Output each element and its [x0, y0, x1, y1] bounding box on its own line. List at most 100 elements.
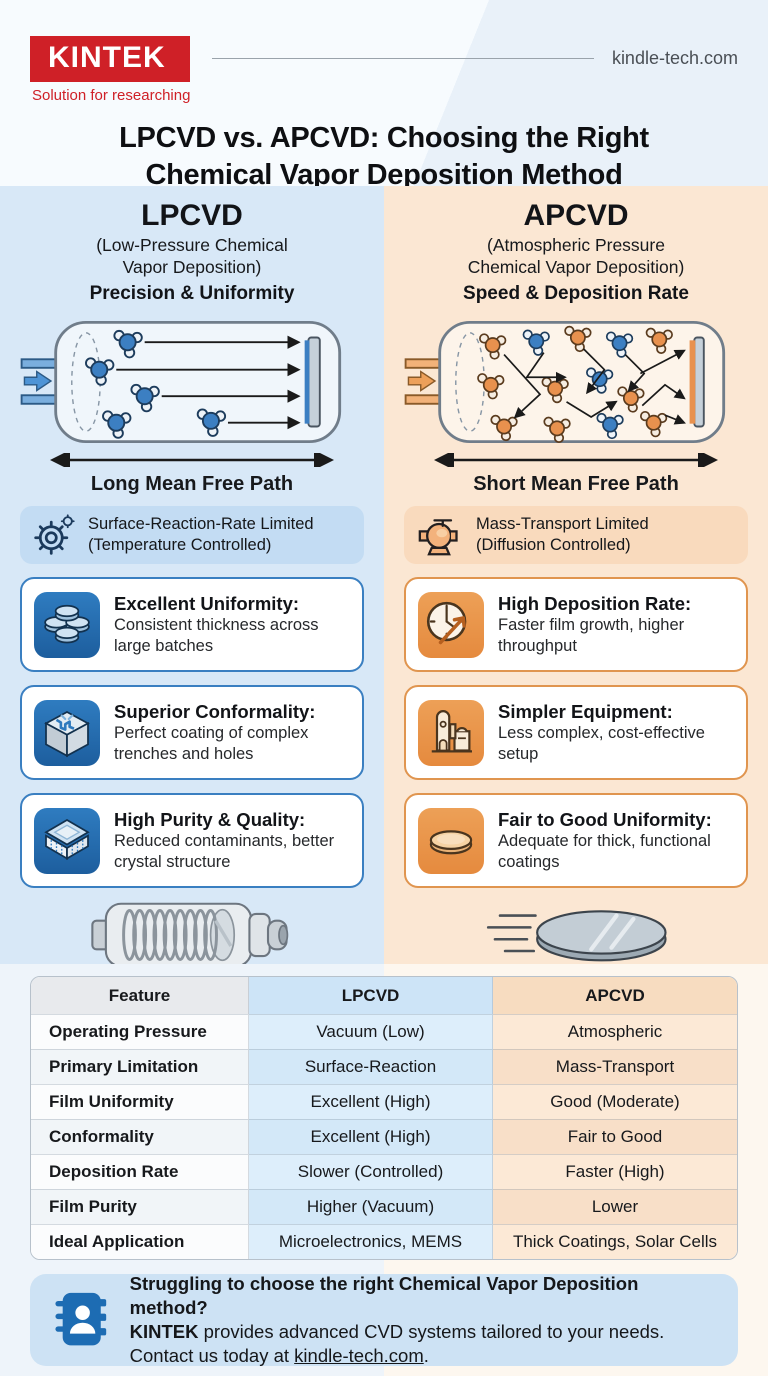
- cta-line3-prefix: Contact us today at: [129, 1345, 295, 1366]
- card-desc: Reduced contaminants, better crystal str…: [114, 832, 335, 871]
- tube-furnace-illustration: [91, 902, 289, 964]
- cta-line3: Contact us today at kindle-tech.com.: [130, 1344, 718, 1368]
- double-arrow-icon: [434, 450, 718, 470]
- apcvd-cards: High Deposition Rate: Faster film growth…: [404, 577, 748, 888]
- pump-icon: [418, 519, 458, 556]
- lpcvd-path-indicator: Long Mean Free Path: [20, 450, 364, 496]
- lpcvd-path-label: Long Mean Free Path: [90, 473, 294, 495]
- cta-line1: Struggling to choose the right Chemical …: [129, 1273, 639, 1318]
- lpcvd-tagline: Precision & Uniformity: [89, 283, 295, 304]
- apcvd-column: APCVD (Atmospheric Pressure Chemical Vap…: [384, 186, 768, 964]
- table-header-row: Feature LPCVD APCVD: [31, 977, 737, 1014]
- table-cell-lpcvd: Slower (Controlled): [249, 1154, 493, 1189]
- header-website: kindle-tech.com: [611, 48, 738, 68]
- header: KINTEK Solution for researching kindle-t…: [0, 0, 768, 191]
- table-row: Operating Pressure Vacuum (Low) Atmosphe…: [31, 1014, 737, 1049]
- apcvd-path-label: Short Mean Free Path: [473, 473, 679, 495]
- table-cell-feature: Primary Limitation: [31, 1049, 249, 1084]
- card-desc: Less complex, cost-effective setup: [498, 724, 705, 763]
- lpcvd-column: LPCVD (Low-Pressure Chemical Vapor Depos…: [0, 186, 384, 964]
- lpcvd-badge-line1: Surface-Reaction-Rate Limited: [88, 515, 314, 533]
- cta-brand: KINTEK: [129, 1321, 199, 1342]
- cta-text: Struggling to choose the right Chemical …: [130, 1272, 718, 1368]
- table-cell-lpcvd: Vacuum (Low): [249, 1014, 493, 1049]
- table-cell-feature: Operating Pressure: [31, 1014, 249, 1049]
- brand-logo: KINTEK Solution for researching: [30, 36, 191, 104]
- card-desc: Adequate for thick, functional coatings: [498, 832, 711, 871]
- lpcvd-badge-line2: (Temperature Controlled): [88, 536, 272, 554]
- card-title: Excellent Uniformity:: [114, 593, 300, 614]
- lpcvd-card-uniformity: Excellent Uniformity: Consistent thickne…: [20, 577, 364, 672]
- apcvd-tagline: Speed & Deposition Rate: [463, 283, 689, 304]
- apcvd-badge-line2: (Diffusion Controlled): [476, 536, 631, 554]
- table-cell-feature: Ideal Application: [31, 1224, 249, 1259]
- lpcvd-badge-text: Surface-Reaction-Rate Limited (Temperatu…: [88, 514, 314, 556]
- wafer-stack-icon: [34, 591, 100, 658]
- table-cell-apcvd: Fair to Good: [493, 1119, 737, 1154]
- table-cell-feature: Film Purity: [31, 1189, 249, 1224]
- brand-tagline: Solution for researching: [32, 87, 191, 104]
- wafer-disc-icon: [418, 807, 484, 874]
- table-cell-feature: Deposition Rate: [31, 1154, 249, 1189]
- double-arrow-icon: [50, 450, 334, 470]
- table-cell-apcvd: Good (Moderate): [493, 1084, 737, 1119]
- comparison-columns: LPCVD (Low-Pressure Chemical Vapor Depos…: [0, 186, 768, 964]
- table-cell-apcvd: Faster (High): [493, 1154, 737, 1189]
- lpcvd-limit-badge: Surface-Reaction-Rate Limited (Temperatu…: [20, 506, 364, 564]
- card-desc: Consistent thickness across large batche…: [114, 616, 319, 655]
- table-cell-apcvd: Thick Coatings, Solar Cells: [493, 1224, 737, 1259]
- card-title: Simpler Equipment:: [498, 701, 673, 722]
- gear-icon: [34, 514, 75, 555]
- card-desc: Perfect coating of complex trenches and …: [114, 724, 309, 763]
- brand-logo-text: KINTEK: [30, 36, 191, 82]
- lpcvd-cards: Excellent Uniformity: Consistent thickne…: [20, 577, 364, 888]
- apcvd-card-equipment: Simpler Equipment: Less complex, cost-ef…: [404, 685, 748, 780]
- apcvd-card-rate: High Deposition Rate: Faster film growth…: [404, 577, 748, 672]
- apcvd-path-indicator: Short Mean Free Path: [404, 450, 748, 496]
- contact-book-icon: [55, 1292, 107, 1346]
- table-cell-apcvd: Atmospheric: [493, 1014, 737, 1049]
- cta-website-link[interactable]: kindle-tech.com: [294, 1345, 424, 1366]
- page-title-line2: Chemical Vapor Deposition Method: [145, 159, 623, 191]
- apcvd-fullname-line1: (Atmospheric Pressure: [487, 235, 665, 255]
- page-title-line1: LPCVD vs. APCVD: Choosing the Right: [119, 122, 649, 154]
- card-title: High Deposition Rate:: [498, 593, 692, 614]
- apcvd-fullname-line2: Chemical Vapor Deposition): [467, 257, 685, 277]
- table-cell-feature: Film Uniformity: [31, 1084, 249, 1119]
- comparison-table: Feature LPCVD APCVD Operating Pressure V…: [30, 976, 738, 1260]
- lpcvd-name: LPCVD: [141, 199, 243, 232]
- table-cell-apcvd: Mass-Transport: [493, 1049, 737, 1084]
- card-title: Superior Conformality:: [114, 701, 316, 722]
- equipment-icon: [418, 699, 484, 766]
- lpcvd-fullname-line1: (Low-Pressure Chemical: [96, 235, 288, 255]
- fast-wafer-illustration: [486, 910, 667, 962]
- card-title: Fair to Good Uniformity:: [498, 809, 712, 830]
- lpcvd-card-conformality: Superior Conformality: Perfect coating o…: [20, 685, 364, 780]
- lpcvd-card-purity: High Purity & Quality: Reduced contamina…: [20, 793, 364, 888]
- table-row: Film Uniformity Excellent (High) Good (M…: [31, 1084, 737, 1119]
- table-header-lpcvd: LPCVD: [249, 977, 493, 1014]
- table-row: Primary Limitation Surface-Reaction Mass…: [31, 1049, 737, 1084]
- lpcvd-fullname-line2: Vapor Deposition): [122, 257, 262, 277]
- table-header-apcvd: APCVD: [493, 977, 737, 1014]
- card-desc: Faster film growth, higher throughput: [498, 616, 685, 655]
- clock-arrow-icon: [418, 591, 484, 658]
- lpcvd-chamber-diagram: [20, 320, 342, 444]
- cta-line3-suffix: .: [423, 1345, 429, 1366]
- apcvd-chamber-diagram: [404, 320, 726, 444]
- apcvd-limit-badge: Mass-Transport Limited (Diffusion Contro…: [404, 506, 748, 564]
- bottom-section: Feature LPCVD APCVD Operating Pressure V…: [0, 964, 768, 1376]
- table-row: Ideal Application Microelectronics, MEMS…: [31, 1224, 737, 1259]
- apcvd-name: APCVD: [523, 199, 629, 232]
- cta-line2-rest: provides advanced CVD systems tailored t…: [198, 1321, 665, 1342]
- cta-line2: KINTEK provides advanced CVD systems tai…: [130, 1320, 718, 1344]
- card-title: High Purity & Quality:: [114, 809, 306, 830]
- table-cell-lpcvd: Surface-Reaction: [249, 1049, 493, 1084]
- apcvd-badge-text: Mass-Transport Limited (Diffusion Contro…: [476, 514, 649, 556]
- table-cell-lpcvd: Excellent (High): [249, 1084, 493, 1119]
- table-row: Deposition Rate Slower (Controlled) Fast…: [31, 1154, 737, 1189]
- page-title: LPCVD vs. APCVD: Choosing the Right Chem…: [30, 120, 738, 194]
- table-cell-feature: Conformality: [31, 1119, 249, 1154]
- table-header-feature: Feature: [31, 977, 249, 1014]
- table-cell-lpcvd: Microelectronics, MEMS: [249, 1224, 493, 1259]
